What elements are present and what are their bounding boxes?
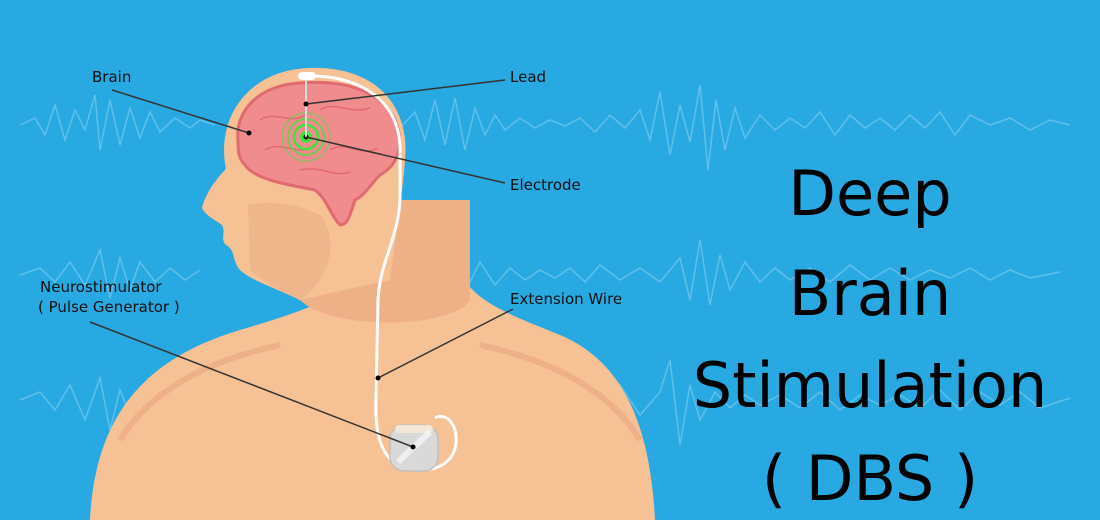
- lead-and-extension-wire: [298, 72, 458, 472]
- title-line-deep: Deep: [788, 157, 952, 230]
- label-lead: Lead: [510, 68, 547, 86]
- leader-lines: [89, 79, 514, 448]
- label-extension-wire: Extension Wire: [510, 290, 623, 308]
- title-line-dbs: ( DBS ): [761, 442, 979, 515]
- label-neurostimulator: Neurostimulator: [40, 278, 162, 296]
- label-pulse-generator: ( Pulse Generator ): [38, 298, 180, 316]
- title-line-stimulation: Stimulation: [692, 349, 1048, 422]
- brain-illustration: [236, 80, 402, 227]
- leader-dots: [246, 101, 416, 450]
- label-electrode: Electrode: [510, 176, 581, 194]
- brainwave-background: [19, 84, 1071, 446]
- title-line-brain: Brain: [788, 257, 952, 330]
- label-brain: Brain: [92, 68, 132, 86]
